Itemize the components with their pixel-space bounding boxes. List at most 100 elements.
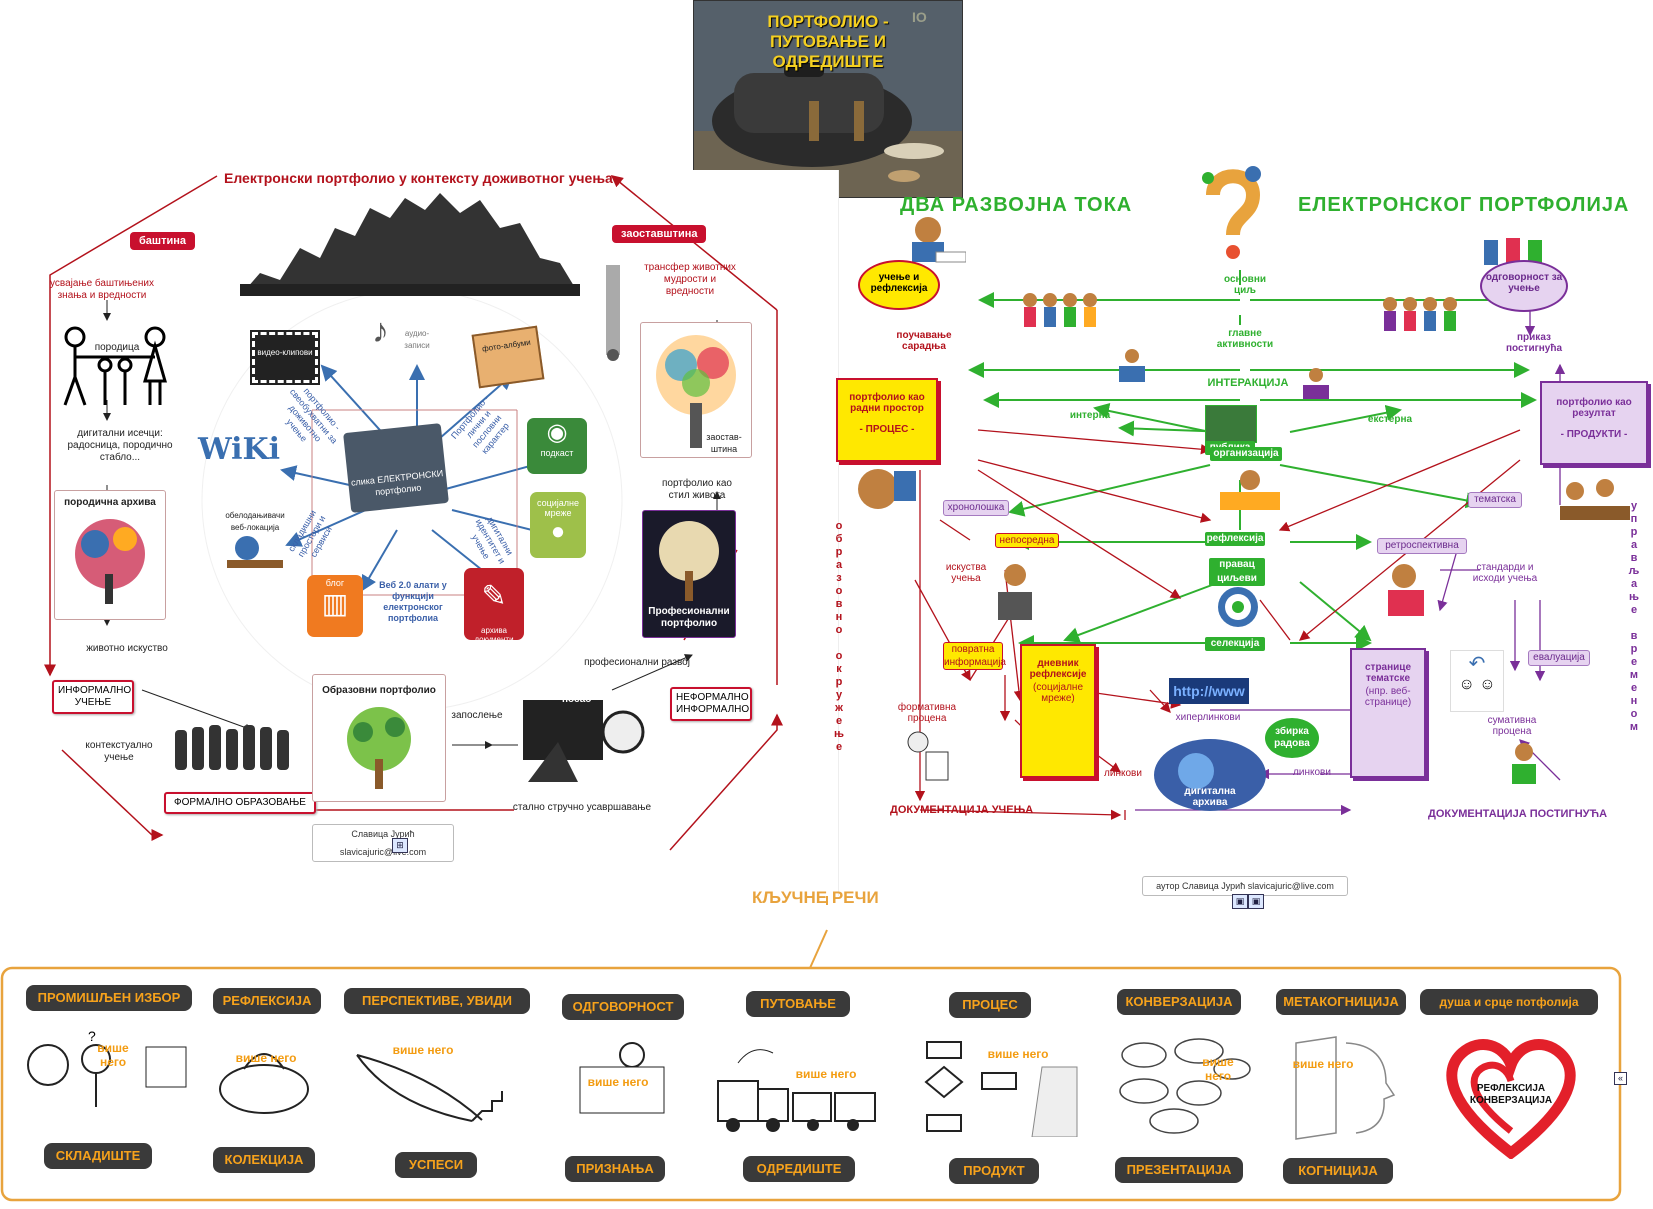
music-note-icon[interactable]: ♪ [372, 312, 389, 350]
audience-image [1205, 405, 1257, 443]
right-credit: аутор Славица Јурић slavicajuric@live.co… [1142, 876, 1348, 896]
svg-text:?: ? [88, 1028, 96, 1044]
portfolio-result-box[interactable]: портфолио као резултат - ПРОДУКТИ - [1540, 381, 1648, 465]
main-activities-label: главне активности [1216, 328, 1274, 350]
keyword-bottom-7[interactable]: ПРЕЗЕНТАЦИЈА [1115, 1157, 1243, 1183]
keyword-top-1[interactable]: ПРОМИШЉЕН ИЗБОР [26, 985, 192, 1011]
job-illustration[interactable]: посао [518, 692, 646, 784]
products-label: - ПРОДУКТИ - [1560, 429, 1628, 440]
person-bench-silhouette [606, 265, 620, 361]
links-left-label: линкови [1104, 768, 1142, 779]
keyword-top-8[interactable]: МЕТАКОГНИЦИЈА [1276, 989, 1406, 1015]
family-archive-card[interactable]: породична архива [54, 490, 166, 620]
archive-docs-app-icon[interactable]: ✎ архива документи [464, 568, 524, 644]
nonformal-box[interactable]: НЕФОРМАЛНО ИНФОРМАЛНО [670, 687, 752, 721]
keyword-bottom-2[interactable]: КОЛЕКЦИЈА [213, 1147, 315, 1173]
learning-reflection-ellipse[interactable]: учење и рефлексија [858, 260, 940, 310]
time-management-vertical: управљање временом [1628, 500, 1640, 734]
portfolio-workspace-box[interactable]: портфолио као радни простор - ПРОЦЕС - [836, 378, 938, 462]
keywords-panel: ПРОМИШЉЕН ИЗБОР ? више него СКЛАДИШТЕ РЕ… [0, 975, 1630, 1200]
educational-environment-vertical: образовно окружење [833, 520, 845, 754]
legacy-pill: заоставштина [612, 225, 707, 243]
workspace-label: портфолио као радни простор [849, 392, 925, 414]
collapse-arrow-icon[interactable]: « [1614, 1072, 1627, 1085]
keyword-bottom-8[interactable]: КОГНИЦИЈА [1283, 1158, 1393, 1184]
kid-running-image [1512, 743, 1536, 784]
keyword-bottom-6[interactable]: ПРОДУКТ [949, 1158, 1039, 1184]
keyword-top-7[interactable]: КОНВЕРЗАЦИЈА [1117, 989, 1241, 1015]
photo-album-icon[interactable]: фото-албуми [471, 325, 545, 389]
digital-archive-label: дигитална архива [1184, 786, 1236, 808]
continuous-training-text: стално стручно усавршавање [512, 802, 652, 813]
keyword-top-3[interactable]: ПЕРСПЕКТИВЕ, УВИДИ [344, 988, 530, 1014]
image-link-icon-2[interactable]: ▣ [1248, 894, 1264, 909]
podcast-label: подкаст [540, 448, 574, 458]
photo-label: фото-албуми [481, 337, 532, 354]
collection-bubble[interactable]: збирка радова [1265, 718, 1319, 758]
colorful-tree-image [656, 335, 736, 448]
external-label: екстерна [1367, 414, 1413, 425]
blog-app-icon[interactable]: блог ▥ [307, 575, 363, 637]
keyword-top-2[interactable]: РЕФЛЕКСИЈА [213, 988, 321, 1014]
refresh-icon: ↶ [1468, 653, 1486, 675]
educational-portfolio-card[interactable]: Образовни портфолио [312, 674, 446, 802]
keyword-bottom-5[interactable]: ОДРЕДИШТЕ [743, 1156, 855, 1182]
figure-sign-image [579, 1042, 665, 1114]
keyword-top-5[interactable]: ПУТОВАЊЕ [746, 991, 850, 1017]
two-streams-title-left: ДВА РАЗВОЈНА ТОКА [900, 194, 1133, 216]
emoji-faces-image: ↶ ☺ ☺ [1450, 650, 1504, 712]
teacher-pointing-image [907, 731, 949, 781]
faces-icon: ☺ ☺ [1458, 676, 1496, 693]
pages-label: странице тематске [1364, 662, 1412, 684]
learning-experiences-label: искуства учења [945, 562, 987, 584]
wisdom-transfer-text: трансфер животних мудрости и вредности [644, 262, 736, 297]
map-link-icon[interactable]: ⊞ [392, 838, 408, 853]
social-network-app-icon[interactable]: социјалне мреже ● [530, 492, 586, 558]
keyword-bottom-3[interactable]: УСПЕСИ [395, 1152, 477, 1178]
eportfolio-center-label: слика ЕЛЕКТРОНСКИ портфолио [350, 468, 444, 498]
formal-education-box[interactable]: ФОРМАЛНО ОБРАЗОВАЊЕ [164, 792, 316, 814]
evaluation-label: евалуација [1528, 650, 1590, 666]
knowledge-label: обелодањивачи веб-локација [225, 511, 285, 532]
reflection-label: рефлексија [1205, 532, 1265, 546]
job-label: посао [562, 694, 592, 705]
summative-assessment-label: сумативна процена [1487, 715, 1537, 737]
main-goal-label: основни циљ [1223, 274, 1267, 296]
keyword-top-9[interactable]: душа и срце потфолија [1420, 989, 1598, 1015]
train-image [717, 1049, 876, 1132]
responsibility-ellipse[interactable]: одговорност за учење [1480, 260, 1568, 312]
digital-clips-text: дигитални исечци: радосница, породично с… [67, 428, 173, 463]
reflection-journal-box[interactable]: дневник рефлексије (социјалне мреже) [1020, 644, 1096, 778]
keyword-bottom-1[interactable]: СКЛАДИШТЕ [44, 1143, 152, 1169]
thematic-label: тематска [1468, 492, 1522, 508]
achievement-documentation-label: ДОКУМЕНТАЦИЈА ПОСТИГНУЋА [1428, 808, 1608, 820]
knowledge-books-icon[interactable]: обелодањивачи веб-локација [222, 510, 288, 572]
top-title-line3: ОДРЕДИШТЕ [772, 52, 884, 71]
more-than-2: више него [235, 1051, 297, 1065]
podcast-app-icon[interactable]: ◉ подкаст [527, 418, 587, 474]
more-than-7: више него [1202, 1055, 1234, 1083]
eportfolio-center-image[interactable]: слика ЕЛЕКТРОНСКИ портфолио [343, 423, 449, 513]
keyword-bottom-4[interactable]: ПРИЗНАЊА [565, 1156, 665, 1182]
keywords-heading: КЉУЧНЕ РЕЧИ [752, 888, 879, 907]
keyword-top-4[interactable]: ОДГОВОРНОСТ [562, 994, 684, 1020]
informal-learning-box[interactable]: ИНФОРМАЛНО УЧЕЊЕ [52, 680, 134, 714]
family-label: породица [94, 342, 140, 353]
legacy-tree-card[interactable]: заостав-штина [640, 322, 752, 458]
video-clips-icon[interactable]: видео-клипови [250, 330, 320, 385]
retrospective-label: ретроспективна [1377, 538, 1467, 554]
right-panel-two-streams[interactable]: ДВА РАЗВОЈНА ТОКА ЕЛЕКТРОНСКОГ ПОРТФОЛИЈ… [833, 160, 1650, 920]
keyword-top-6[interactable]: ПРОЦЕС [949, 992, 1031, 1018]
thematic-pages-box[interactable]: странице тематске (нпр. веб-странице) [1350, 648, 1426, 778]
students-group-image [175, 725, 289, 770]
professional-portfolio-card[interactable]: Професионални портфолио [642, 510, 736, 638]
image-link-icon[interactable]: ▣ [1232, 894, 1248, 909]
heart-logo [1446, 1039, 1576, 1159]
wiki-logo[interactable]: WiKi [198, 432, 281, 467]
hyperlinks-label: хиперлинкови [1175, 712, 1241, 723]
left-panel-lifelong-learning[interactable]: Електронски портфолио у контексту доживо… [12, 170, 839, 896]
video-clips-label: видео-клипови [257, 348, 313, 357]
responsibility-label: одговорност за учење [1485, 272, 1563, 294]
http-banner[interactable]: http://www [1169, 678, 1249, 704]
top-title-line1: ПОРТФОЛИО - [767, 12, 889, 31]
